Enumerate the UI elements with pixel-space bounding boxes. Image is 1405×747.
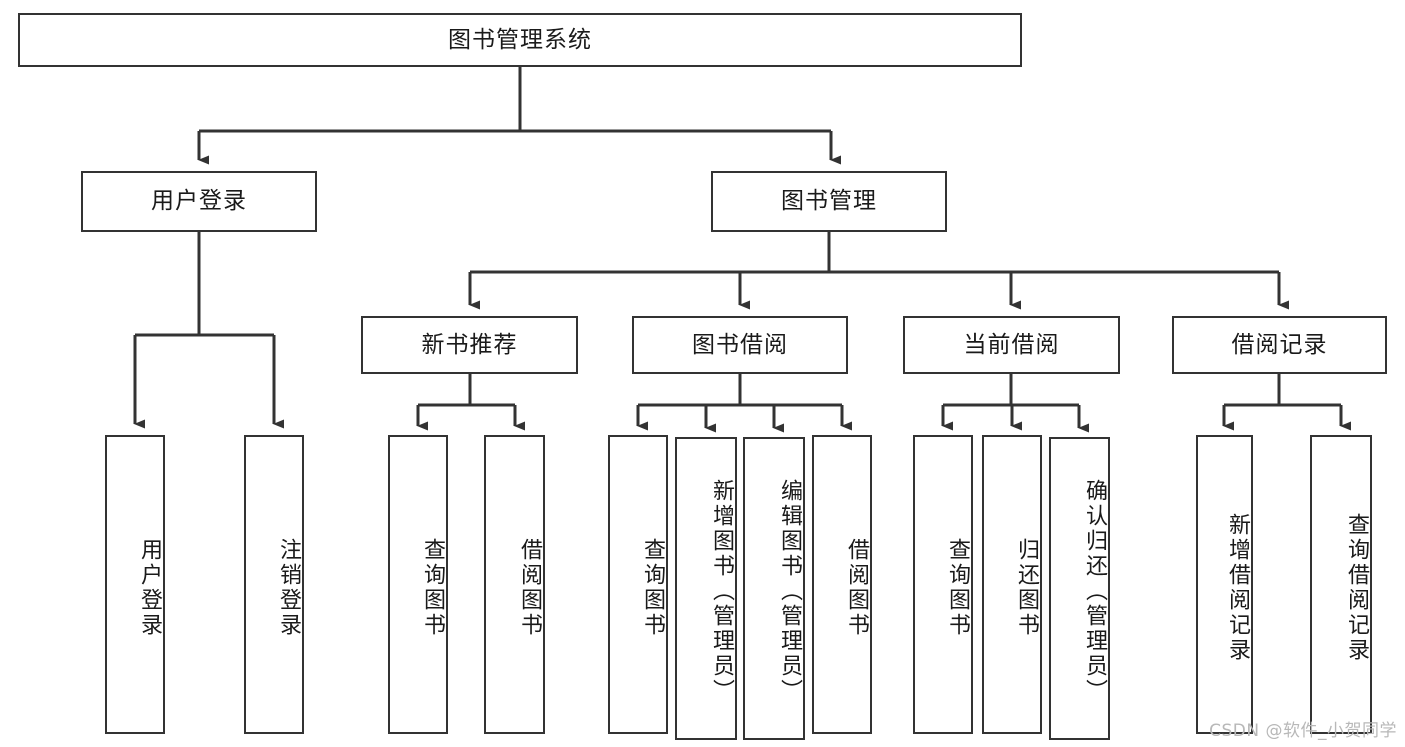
node-book-borrow[interactable]: 图书借阅	[632, 316, 848, 374]
leaf-user-login[interactable]: 用户登录	[105, 435, 165, 734]
leaf-add-book-admin[interactable]: 新增图书（管理员）	[675, 437, 737, 740]
leaf-confirm-return-admin[interactable]: 确认归还（管理员）	[1049, 437, 1110, 740]
leaf-edit-book-admin[interactable]: 编辑图书（管理员）	[743, 437, 805, 740]
leaf-borrow-book[interactable]: 借阅图书	[812, 435, 872, 734]
node-new-book-recommend[interactable]: 新书推荐	[361, 316, 578, 374]
leaf-return-book[interactable]: 归还图书	[982, 435, 1042, 734]
leaf-borrow-book-recommend[interactable]: 借阅图书	[484, 435, 545, 734]
csdn-watermark: CSDN @软件_小贺同学	[1209, 721, 1397, 741]
node-user-login[interactable]: 用户登录	[81, 171, 317, 232]
leaf-query-book-recommend[interactable]: 查询图书	[388, 435, 448, 734]
leaf-query-book-current[interactable]: 查询图书	[913, 435, 973, 734]
node-book-manage[interactable]: 图书管理	[711, 171, 947, 232]
leaf-add-borrow-record[interactable]: 新增借阅记录	[1196, 435, 1253, 734]
leaf-query-borrow-record[interactable]: 查询借阅记录	[1310, 435, 1372, 734]
leaf-user-logout[interactable]: 注销登录	[244, 435, 304, 734]
node-root-system[interactable]: 图书管理系统	[18, 13, 1022, 67]
leaf-query-book-borrow[interactable]: 查询图书	[608, 435, 668, 734]
node-current-borrow[interactable]: 当前借阅	[903, 316, 1120, 374]
node-borrow-record[interactable]: 借阅记录	[1172, 316, 1387, 374]
